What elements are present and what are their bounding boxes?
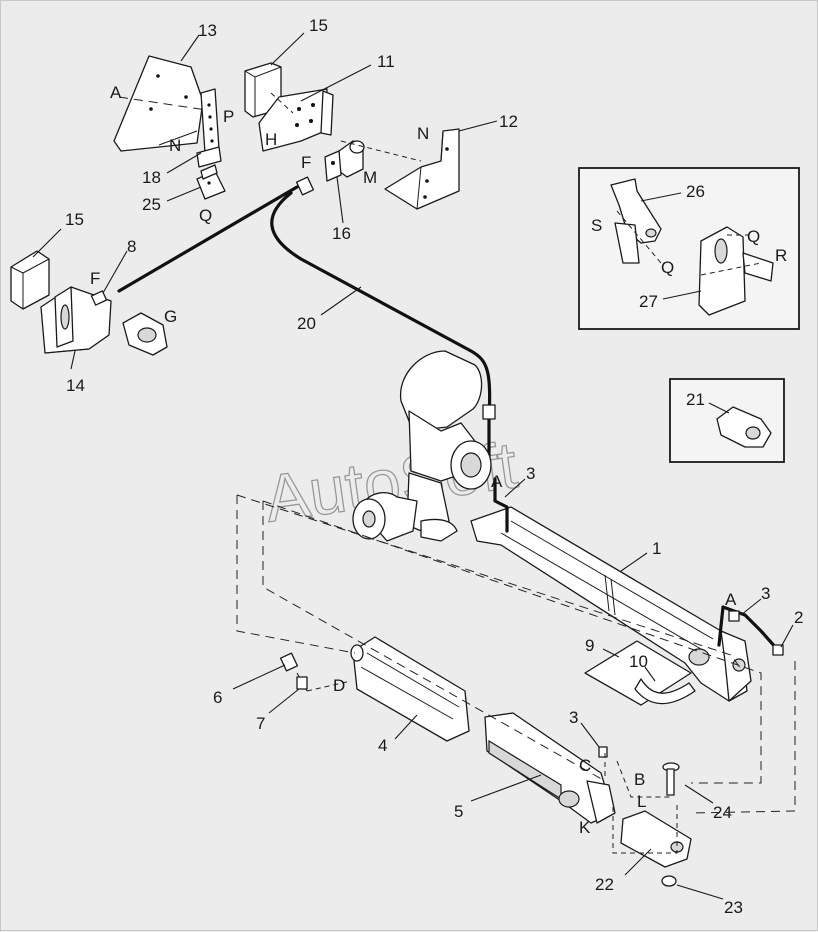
cable-stub-3-upper	[493, 477, 509, 533]
callout-2: 2	[794, 608, 803, 627]
part-21-hook	[716, 406, 772, 448]
callout-letters: A A A B C D F F G H K L M N N P Q Q Q R …	[90, 83, 787, 837]
letter-r: R	[775, 246, 787, 265]
callout-27: 27	[639, 292, 658, 311]
callout-3c: 3	[569, 708, 578, 727]
part-18-bracket	[196, 88, 222, 168]
callout-10: 10	[629, 652, 648, 671]
part-11-mount-plate	[258, 88, 334, 152]
callout-25: 25	[142, 195, 161, 214]
callout-26: 26	[686, 182, 705, 201]
callout-7: 7	[256, 714, 265, 733]
callout-8: 8	[127, 237, 136, 256]
callout-15-top: 15	[309, 16, 328, 35]
letter-b: B	[634, 770, 645, 789]
letter-l: L	[637, 792, 646, 811]
callout-24: 24	[713, 803, 732, 822]
letter-g: G	[164, 307, 177, 326]
letter-h: H	[265, 130, 277, 149]
part-25-small-bracket	[196, 164, 226, 200]
leader-lines	[32, 32, 794, 900]
callout-5: 5	[454, 802, 463, 821]
part-8-connector	[90, 290, 108, 306]
part-23-nut	[661, 875, 677, 887]
part-15-module-left	[10, 250, 50, 310]
cable-stub-rear	[717, 605, 779, 651]
part-20-cable	[117, 176, 496, 463]
axle-pivot-assembly	[352, 350, 492, 542]
letter-s: S	[591, 216, 602, 235]
callout-22: 22	[595, 875, 614, 894]
part-3-connector-rear	[728, 610, 740, 622]
part-22-clevis	[620, 810, 692, 868]
part-16-latch	[324, 140, 365, 182]
callout-16: 16	[332, 224, 351, 243]
letter-p: P	[223, 107, 234, 126]
letter-a-rear: A	[725, 590, 737, 609]
letter-n-bracket: N	[417, 124, 429, 143]
callout-15-left: 15	[65, 210, 84, 229]
part-12-angle-bracket	[384, 128, 460, 210]
callout-13: 13	[198, 21, 217, 40]
part-10-pin	[634, 678, 696, 705]
letter-a-upper: A	[491, 472, 503, 491]
letter-c: C	[579, 756, 591, 775]
part-1-upper-arm	[470, 506, 752, 702]
part-6-7-connectors	[279, 652, 308, 692]
callout-6: 6	[213, 688, 222, 707]
part-g-bracket	[122, 312, 168, 356]
callout-18: 18	[142, 168, 161, 187]
callout-9: 9	[585, 636, 594, 655]
callout-21: 21	[686, 390, 705, 409]
callout-numbers: 1 2 3 3 3 4 5 6 7 8 9 10 11 12 13 14 15 …	[65, 16, 803, 917]
part-24-bolt	[662, 762, 680, 796]
callout-4: 4	[378, 736, 387, 755]
letter-k: K	[579, 818, 591, 837]
letter-n-plate: N	[169, 136, 181, 155]
part-9-plate	[584, 640, 696, 706]
part-2-connector	[772, 644, 784, 656]
part-4-lower-arm	[350, 636, 470, 742]
letter-q-inset-left: Q	[661, 258, 674, 277]
letter-q-small: Q	[199, 206, 212, 225]
callout-23: 23	[724, 898, 743, 917]
letter-q-inset-right: Q	[747, 227, 760, 246]
dashed-reference-lines	[236, 210, 796, 854]
callout-14: 14	[66, 376, 85, 395]
callout-11: 11	[377, 52, 395, 71]
part-14-bracket	[40, 286, 112, 354]
callout-3a: 3	[526, 464, 535, 483]
align-line-n	[340, 140, 422, 162]
part-13-plate	[113, 55, 214, 152]
part-26-lever	[610, 178, 662, 264]
part-5-lower-section	[484, 712, 616, 824]
letter-f-left: F	[90, 269, 100, 288]
part-3-connector-lower	[598, 746, 608, 758]
callout-12: 12	[499, 112, 518, 131]
letter-f-top: F	[301, 153, 311, 172]
callout-20: 20	[297, 314, 316, 333]
letter-m: M	[363, 168, 377, 187]
letter-a-plate: A	[110, 83, 122, 102]
callout-1: 1	[652, 539, 661, 558]
letter-d: D	[333, 676, 345, 695]
callout-3b: 3	[761, 584, 770, 603]
